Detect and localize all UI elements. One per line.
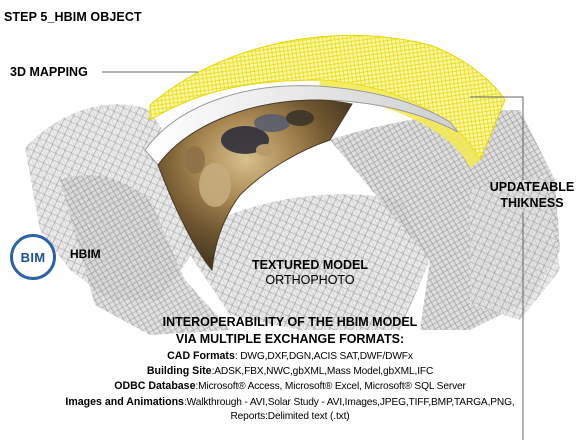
format-name: Images and Animations (65, 396, 184, 408)
label-hbim: HBIM (70, 247, 101, 261)
bim-logo: BIM (10, 234, 56, 280)
step-title: STEP 5_HBIM OBJECT (4, 10, 142, 24)
format-name: ODBC Database (114, 380, 195, 392)
label-3d-mapping: 3D MAPPING (10, 65, 88, 79)
label-updateable-line2: THIKNESS (484, 195, 579, 211)
format-name: Building Site (147, 365, 212, 377)
label-orthophoto: ORTHOPHOTO (200, 273, 420, 287)
format-value: :Walkthrough - AVI,Solar Study - AVI,Ima… (184, 397, 515, 408)
format-row-cad: CAD Formats: DWG,DXF,DGN,ACIS SAT,DWF/DW… (30, 349, 550, 364)
interoperability-line2: VIA MULTIPLE EXCHANGE FORMATS: (60, 331, 520, 348)
label-textured-model: TEXTURED MODEL (200, 258, 420, 272)
format-row-building-site: Building Site:ADSK,FBX,NWC,gbXML,Mass Mo… (30, 364, 550, 379)
interoperability-line1: INTEROPERABILITY OF THE HBIM MODEL (60, 314, 520, 331)
label-updateable-line1: UPDATEABLE (484, 179, 579, 195)
label-updateable-thickness: UPDATEABLE THIKNESS (484, 179, 579, 211)
format-row-odbc: ODBC Database:Microsoft® Access, Microso… (30, 379, 550, 394)
format-value: :Microsoft® Access, Microsoft® Excel, Mi… (195, 381, 465, 392)
format-row-images: Images and Animations:Walkthrough - AVI,… (30, 395, 550, 410)
interoperability-heading: INTEROPERABILITY OF THE HBIM MODEL VIA M… (60, 314, 520, 348)
format-row-reports: Reports:Delimited text (.txt) (30, 410, 550, 424)
format-value: :ADSK,FBX,NWC,gbXML,Mass Model,gbXML,IFC (212, 366, 434, 377)
format-name: CAD Formats (167, 350, 235, 362)
bim-logo-text: BIM (21, 250, 46, 265)
format-value: Reports:Delimited text (.txt) (230, 411, 349, 422)
format-value: : DWG,DXF,DGN,ACIS SAT,DWF/DWFx (235, 351, 413, 362)
